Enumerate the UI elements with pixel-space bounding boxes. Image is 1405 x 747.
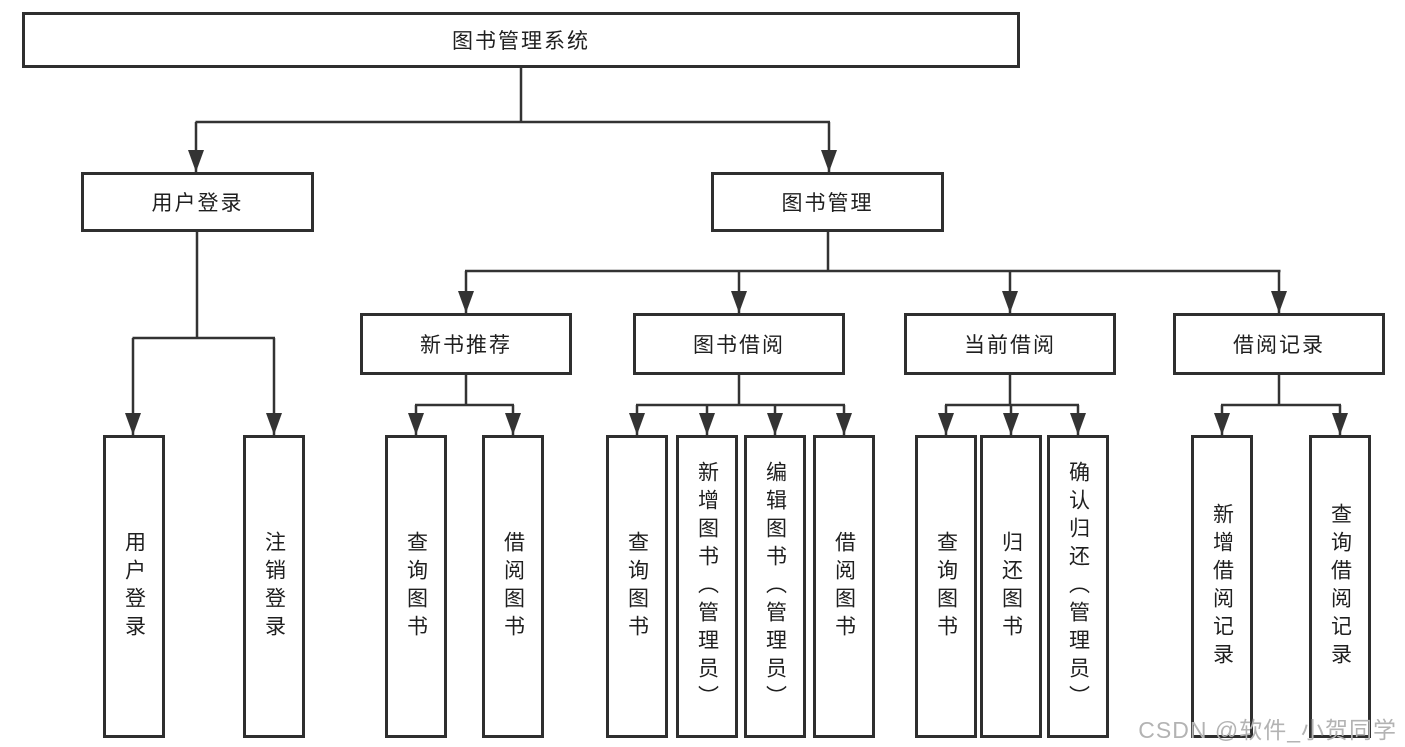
- node-label: 图书管理系统: [452, 30, 590, 53]
- node-book-borrowing: 图书借阅: [633, 313, 845, 375]
- node-label: 确认归还（管理员）: [1066, 460, 1090, 713]
- node-label: 借阅记录: [1233, 334, 1325, 357]
- node-add-books-admin: 新增图书（管理员）: [676, 435, 738, 738]
- node-label: 借阅图书: [832, 530, 856, 643]
- node-label: 编辑图书（管理员）: [763, 460, 787, 713]
- node-query-books-current: 查询图书: [915, 435, 977, 738]
- node-label: 新书推荐: [420, 334, 512, 357]
- node-label: 查询图书: [625, 530, 649, 643]
- node-label: 当前借阅: [964, 334, 1056, 357]
- node-label: 用户登录: [151, 192, 244, 215]
- node-edit-books-admin: 编辑图书（管理员）: [744, 435, 806, 738]
- node-borrow-books: 借阅图书: [813, 435, 875, 738]
- node-book-management: 图书管理: [711, 172, 944, 232]
- node-label: 查询借阅记录: [1328, 502, 1352, 671]
- node-label: 借阅图书: [501, 530, 525, 643]
- csdn-watermark: CSDN @软件_小贺同学: [1138, 717, 1397, 743]
- node-user-login-group: 用户登录: [81, 172, 314, 232]
- node-query-books-recommend: 查询图书: [385, 435, 447, 738]
- node-label: 图书借阅: [693, 334, 785, 357]
- node-add-borrow-record: 新增借阅记录: [1191, 435, 1253, 738]
- node-user-login: 用户登录: [103, 435, 165, 738]
- node-label: 注销登录: [262, 530, 286, 643]
- node-borrowing-records: 借阅记录: [1173, 313, 1385, 375]
- node-label: 查询图书: [404, 530, 428, 643]
- node-new-book-recommendation: 新书推荐: [360, 313, 572, 375]
- node-label: 新增图书（管理员）: [695, 460, 719, 713]
- node-logout: 注销登录: [243, 435, 305, 738]
- node-return-books: 归还图书: [980, 435, 1042, 738]
- node-library-management-system: 图书管理系统: [22, 12, 1020, 68]
- node-label: 用户登录: [122, 530, 146, 643]
- node-label: 归还图书: [999, 530, 1023, 643]
- node-query-books-borrow: 查询图书: [606, 435, 668, 738]
- node-label: 新增借阅记录: [1210, 502, 1234, 671]
- node-label: 查询图书: [934, 530, 958, 643]
- node-current-borrowing: 当前借阅: [904, 313, 1116, 375]
- node-label: 图书管理: [781, 192, 874, 215]
- node-borrow-books-recommend: 借阅图书: [482, 435, 544, 738]
- node-confirm-return-admin: 确认归还（管理员）: [1047, 435, 1109, 738]
- node-query-borrow-record: 查询借阅记录: [1309, 435, 1371, 738]
